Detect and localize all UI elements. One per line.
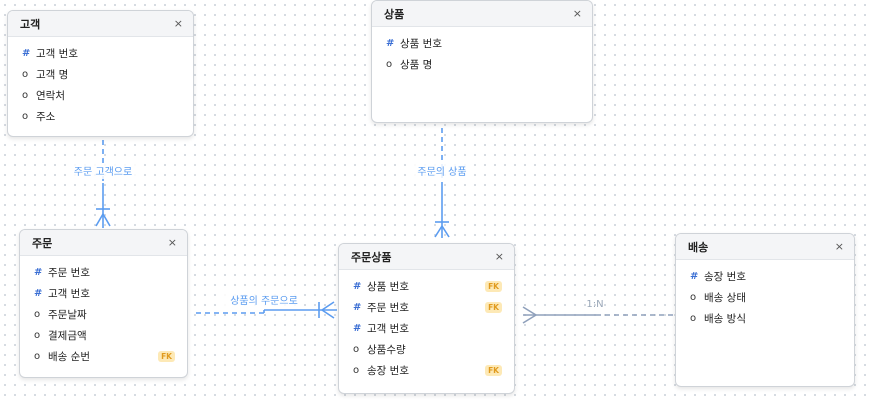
attribute-row[interactable]: o 연락처 xyxy=(8,85,193,106)
entity-title: 배송 xyxy=(688,240,709,254)
attribute-row[interactable]: o 상품수량 xyxy=(339,339,514,360)
attribute-row[interactable]: # 고객 번호 xyxy=(339,318,514,339)
attribute-name: 연락처 xyxy=(36,90,65,102)
crowfoot-left xyxy=(434,225,443,238)
optional-attribute-icon: o xyxy=(34,351,41,362)
attribute-name: 상품 번호 xyxy=(367,281,409,293)
foreign-key-badge: FK xyxy=(485,281,502,292)
close-icon[interactable]: × xyxy=(167,236,177,249)
attribute-name: 주문 번호 xyxy=(48,267,90,279)
optional-attribute-icon: o xyxy=(22,111,29,122)
primary-key-icon: # xyxy=(353,302,362,313)
attribute-name: 결제금액 xyxy=(48,330,87,342)
attribute-name: 송장 번호 xyxy=(367,365,409,377)
attribute-row[interactable]: # 고객 번호 xyxy=(20,283,187,304)
entity-header[interactable]: 고객 × xyxy=(8,11,193,37)
attribute-name: 상품 번호 xyxy=(400,38,442,50)
attribute-row[interactable]: # 상품 번호 FK xyxy=(339,276,514,297)
attribute-name: 배송 상태 xyxy=(704,292,746,304)
primary-key-icon: # xyxy=(34,288,43,299)
foreign-key-badge: FK xyxy=(158,351,175,362)
primary-key-icon: # xyxy=(353,281,362,292)
close-icon[interactable]: × xyxy=(173,17,183,30)
optional-attribute-icon: o xyxy=(22,90,29,101)
attribute-name: 배송 순번 xyxy=(48,351,90,363)
optional-attribute-icon: o xyxy=(690,292,697,303)
crowfoot-right xyxy=(441,225,450,238)
attribute-name: 고객 명 xyxy=(36,69,69,81)
attribute-name: 주문날짜 xyxy=(48,309,87,321)
entity-title: 상품 xyxy=(384,7,405,21)
relationship-order-order-product[interactable]: 상품의 주문으로 xyxy=(196,293,337,319)
optional-attribute-icon: o xyxy=(34,330,41,341)
foreign-key-badge: FK xyxy=(485,365,502,376)
attribute-row[interactable]: # 주문 번호 xyxy=(20,262,187,283)
optional-attribute-icon: o xyxy=(690,313,697,324)
attribute-name: 주문 번호 xyxy=(367,302,409,314)
attribute-name: 상품 명 xyxy=(400,59,433,71)
attribute-name: 배송 방식 xyxy=(704,313,746,325)
relationship-customer-order[interactable]: 주문 고객으로 xyxy=(70,140,136,228)
crowfoot-bottom xyxy=(321,309,335,319)
relationship-label: 주문 고객으로 xyxy=(74,166,132,178)
primary-key-icon: # xyxy=(386,38,395,49)
foreign-key-badge: FK xyxy=(485,302,502,313)
crowfoot-left xyxy=(95,213,104,227)
attribute-name: 송장 번호 xyxy=(704,271,746,283)
attribute-row[interactable]: o 배송 방식 xyxy=(676,308,854,329)
crowfoot-top xyxy=(321,301,335,311)
attribute-name: 고객 번호 xyxy=(48,288,90,300)
entity-order[interactable]: 주문 × # 주문 번호 # 고객 번호 o 주문날짜 o 결제금액 o 배송 … xyxy=(19,229,188,378)
attribute-row[interactable]: o 결제금액 xyxy=(20,325,187,346)
attribute-name: 고객 번호 xyxy=(367,323,409,335)
relationship-delivery-order-product[interactable]: 1:N xyxy=(522,299,674,324)
primary-key-icon: # xyxy=(353,323,362,334)
attribute-name: 고객 번호 xyxy=(36,48,78,60)
primary-key-icon: # xyxy=(34,267,43,278)
optional-attribute-icon: o xyxy=(353,365,360,376)
optional-attribute-icon: o xyxy=(34,309,41,320)
relationship-label: 1:N xyxy=(586,299,603,310)
entity-header[interactable]: 주문 × xyxy=(20,230,187,256)
attribute-row[interactable]: o 고객 명 xyxy=(8,64,193,85)
optional-attribute-icon: o xyxy=(386,59,393,70)
attribute-name: 주소 xyxy=(36,111,56,123)
entity-title: 주문상품 xyxy=(351,250,392,264)
optional-attribute-icon: o xyxy=(22,69,29,80)
entity-header[interactable]: 상품 × xyxy=(372,1,592,27)
attribute-row[interactable]: o 송장 번호 FK xyxy=(339,360,514,381)
attribute-name: 상품수량 xyxy=(367,344,406,356)
relationship-label: 상품의 주문으로 xyxy=(230,295,298,307)
primary-key-icon: # xyxy=(690,271,699,282)
attribute-row[interactable]: o 주문날짜 xyxy=(20,304,187,325)
crowfoot-right xyxy=(102,213,111,227)
entity-header[interactable]: 주문상품 × xyxy=(339,244,514,270)
close-icon[interactable]: × xyxy=(494,250,504,263)
attribute-row[interactable]: o 주소 xyxy=(8,106,193,127)
primary-key-icon: # xyxy=(22,48,31,59)
entity-delivery[interactable]: 배송 × # 송장 번호 o 배송 상태 o 배송 방식 xyxy=(675,233,855,387)
attribute-row[interactable]: # 고객 번호 xyxy=(8,43,193,64)
close-icon[interactable]: × xyxy=(572,7,582,20)
relationship-label: 주문의 상품 xyxy=(417,166,466,178)
crowfoot-top xyxy=(522,306,537,316)
optional-attribute-icon: o xyxy=(353,344,360,355)
close-icon[interactable]: × xyxy=(834,240,844,253)
attribute-row[interactable]: o 배송 순번 FK xyxy=(20,346,187,367)
attribute-row[interactable]: # 송장 번호 xyxy=(676,266,854,287)
attribute-row[interactable]: # 주문 번호 FK xyxy=(339,297,514,318)
entity-header[interactable]: 배송 × xyxy=(676,234,854,260)
crowfoot-bottom xyxy=(522,314,537,324)
entity-title: 고객 xyxy=(20,17,41,31)
attribute-row[interactable]: o 상품 명 xyxy=(372,54,592,75)
entity-title: 주문 xyxy=(32,236,53,250)
entity-product[interactable]: 상품 × # 상품 번호 o 상품 명 xyxy=(371,0,593,123)
entity-order-product[interactable]: 주문상품 × # 상품 번호 FK # 주문 번호 FK # 고객 번호 o 상… xyxy=(338,243,515,394)
attribute-row[interactable]: # 상품 번호 xyxy=(372,33,592,54)
entity-customer[interactable]: 고객 × # 고객 번호 o 고객 명 o 연락처 o 주소 xyxy=(7,10,194,137)
attribute-row[interactable]: o 배송 상태 xyxy=(676,287,854,308)
relationship-product-order-product[interactable]: 주문의 상품 xyxy=(413,128,471,238)
